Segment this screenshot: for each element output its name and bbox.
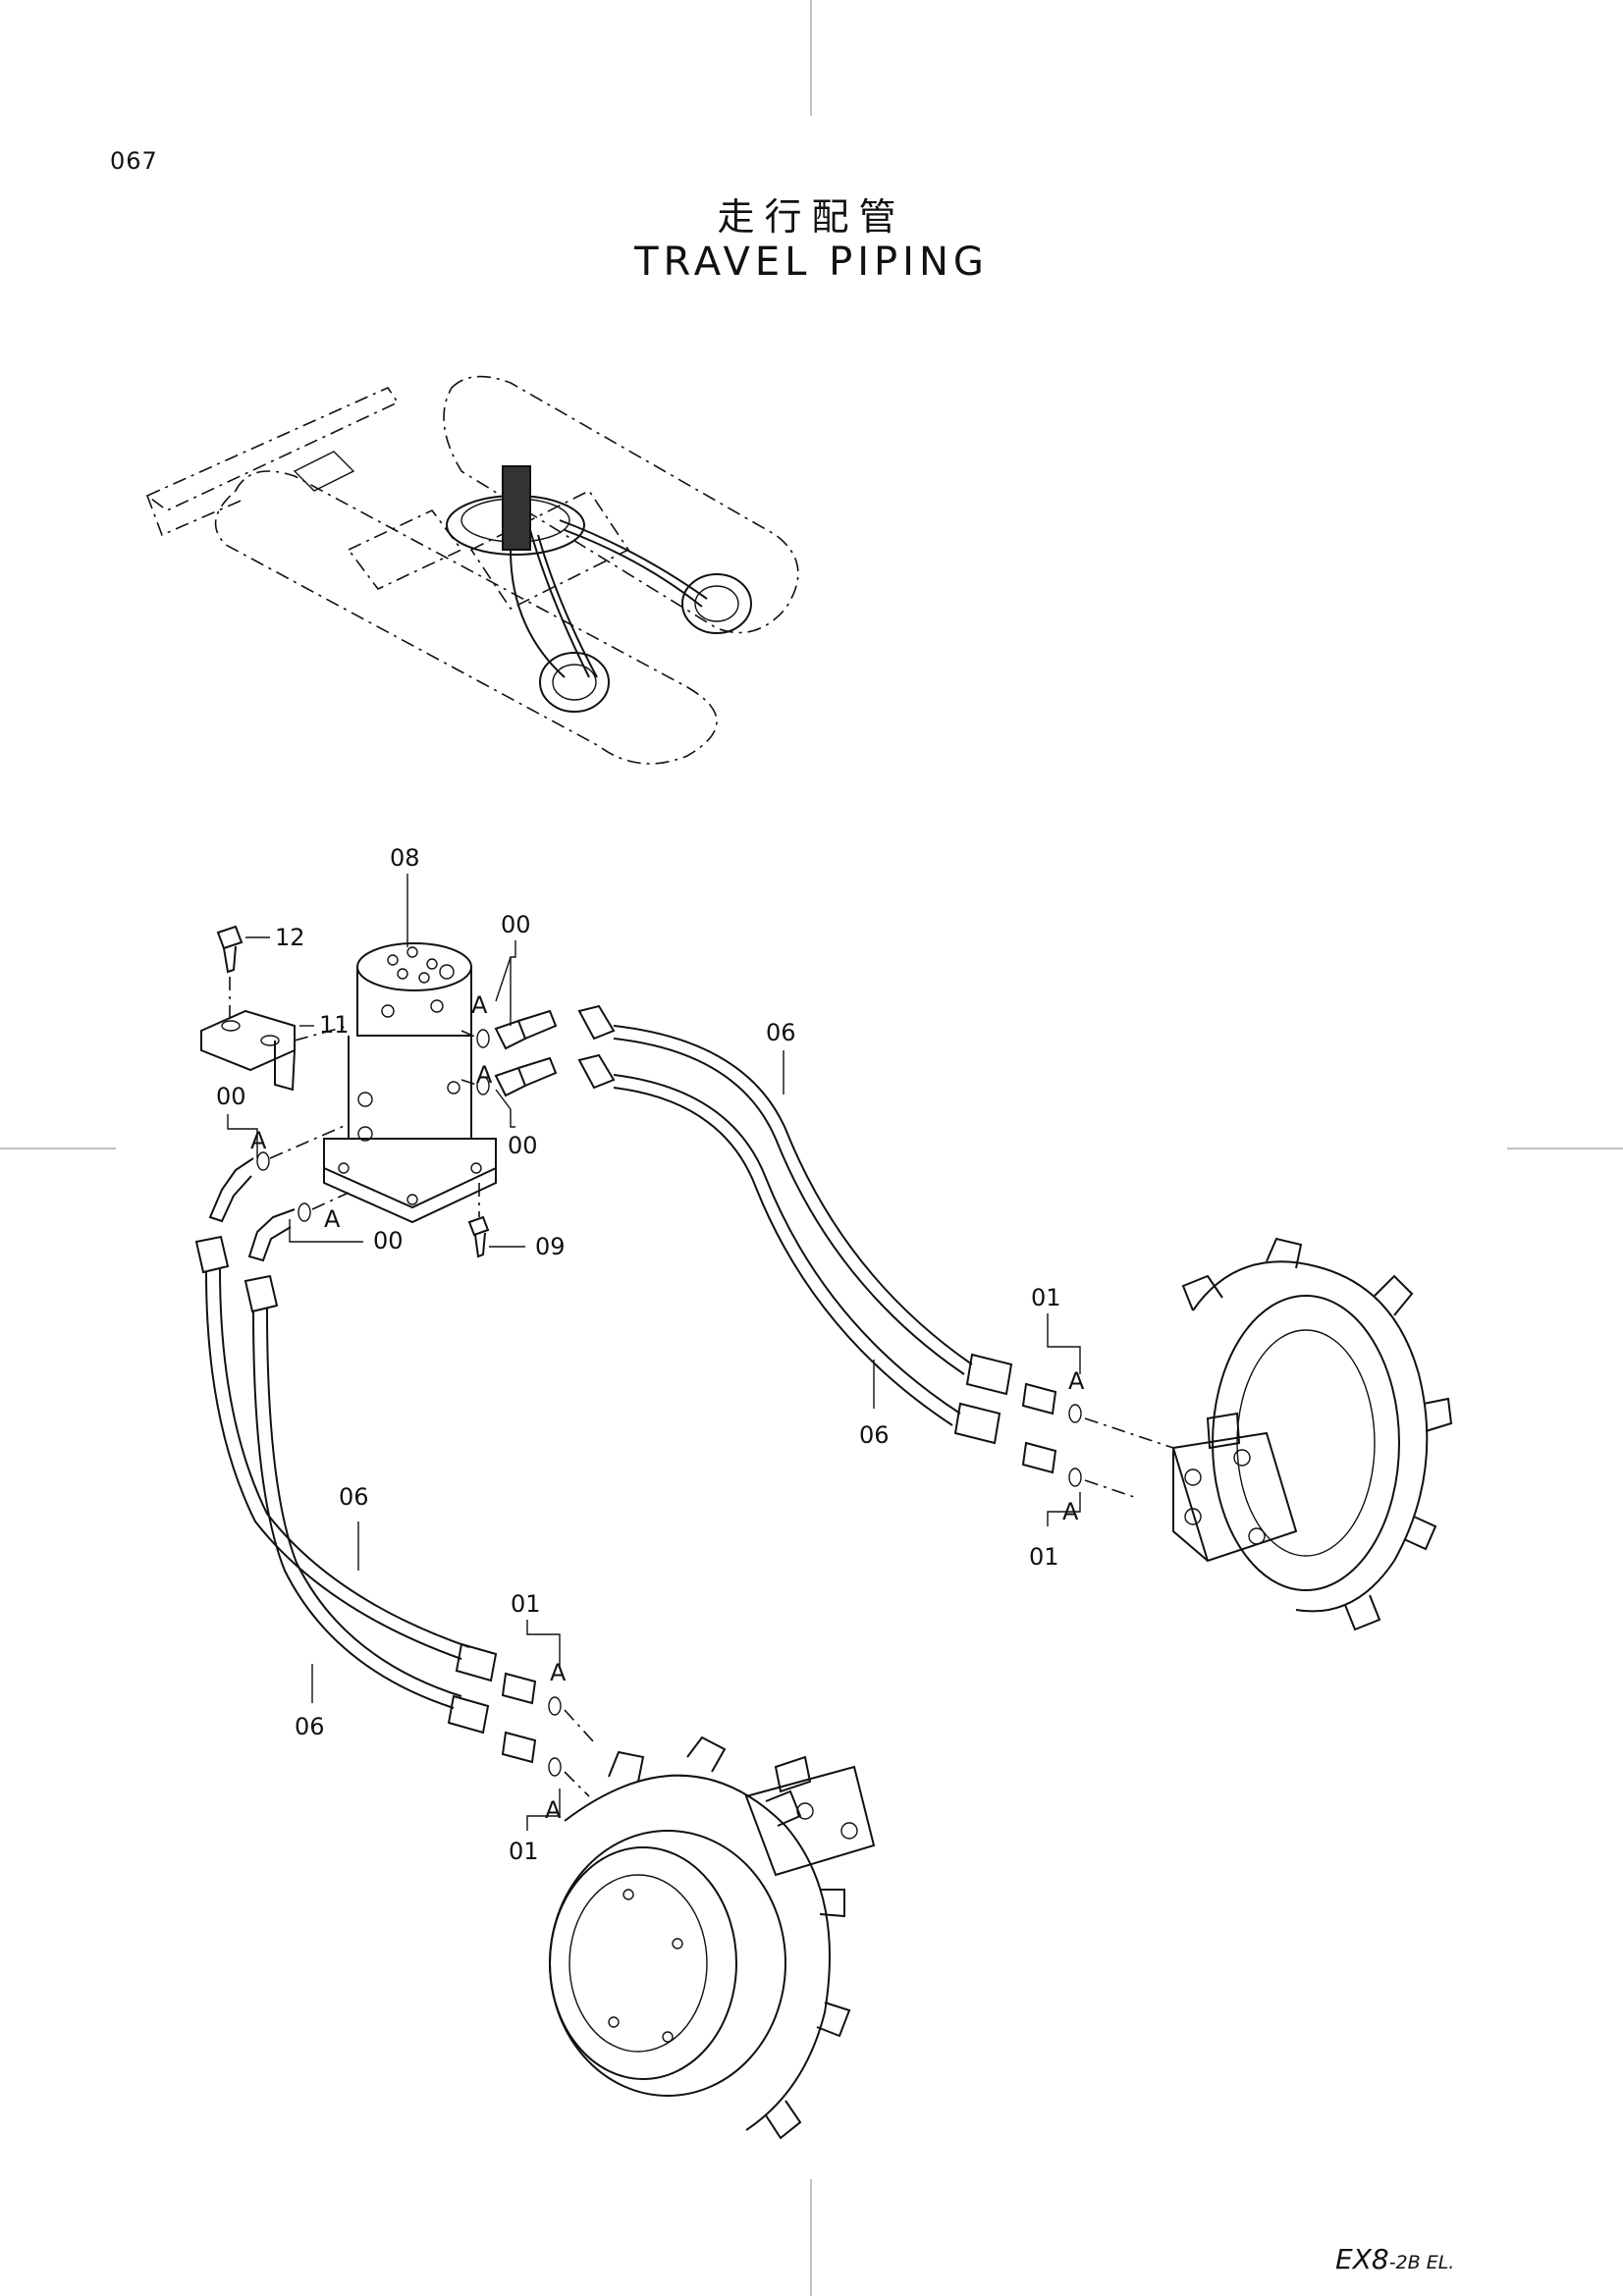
callout-labels: 08 12 11 00 A A 00 00 A A 00 09 06 06 01… <box>216 844 1085 1865</box>
title-japanese: 走行配管 <box>717 195 906 239</box>
callout-06-upper: 06 <box>766 1019 796 1046</box>
adapters-lower <box>501 1672 595 1797</box>
callout-00-low: 00 <box>373 1227 404 1255</box>
callout-12: 12 <box>275 924 305 951</box>
center-joint <box>323 942 497 1224</box>
callout-a-8: A <box>545 1796 562 1824</box>
callout-01-low-bottom: 01 <box>509 1838 539 1865</box>
callout-01-low-top: 01 <box>511 1590 541 1618</box>
bolt-09 <box>467 1183 525 1258</box>
elbow-fittings-upper <box>460 1009 558 1097</box>
callout-a-3: A <box>250 1127 267 1154</box>
callout-a-7: A <box>550 1659 567 1686</box>
callout-00-upper: 00 <box>501 911 531 938</box>
title-english: TRAVEL PIPING <box>634 240 989 285</box>
callout-00-left: 00 <box>216 1083 246 1110</box>
elbow-fittings-left <box>208 1123 350 1262</box>
callout-a-1: A <box>471 991 488 1019</box>
callout-06-left-top: 06 <box>339 1483 369 1511</box>
callout-01-ur-bottom: 01 <box>1029 1543 1059 1571</box>
callout-a-4: A <box>324 1205 341 1233</box>
travel-motor-lower <box>549 1735 876 2140</box>
model-suffix: -2B EL. <box>1388 2252 1455 2273</box>
callout-a-6: A <box>1062 1498 1079 1525</box>
callout-00-mid: 00 <box>508 1132 538 1159</box>
callout-09: 09 <box>535 1233 566 1260</box>
callout-a-2: A <box>476 1061 493 1089</box>
model-code: EX8-2B EL. <box>1335 2243 1454 2275</box>
callout-06-right: 06 <box>859 1421 890 1449</box>
travel-motor-upper <box>1171 1237 1453 1631</box>
callout-08: 08 <box>390 844 420 872</box>
model-main: EX8 <box>1335 2243 1389 2275</box>
undercarriage-overview <box>145 375 799 765</box>
callout-11: 11 <box>319 1011 350 1039</box>
callout-a-5: A <box>1068 1367 1085 1395</box>
hoses-upper-right <box>577 1004 1013 1445</box>
callout-06-left-bottom: 06 <box>295 1713 325 1740</box>
bolt-and-bracket <box>200 925 350 1092</box>
adapters-upper-right <box>1021 1382 1174 1498</box>
leader-lines <box>227 874 1081 1831</box>
callout-01-ur-top: 01 <box>1031 1284 1061 1311</box>
page-number: 067 <box>110 147 158 175</box>
hoses-left <box>194 1235 498 1735</box>
